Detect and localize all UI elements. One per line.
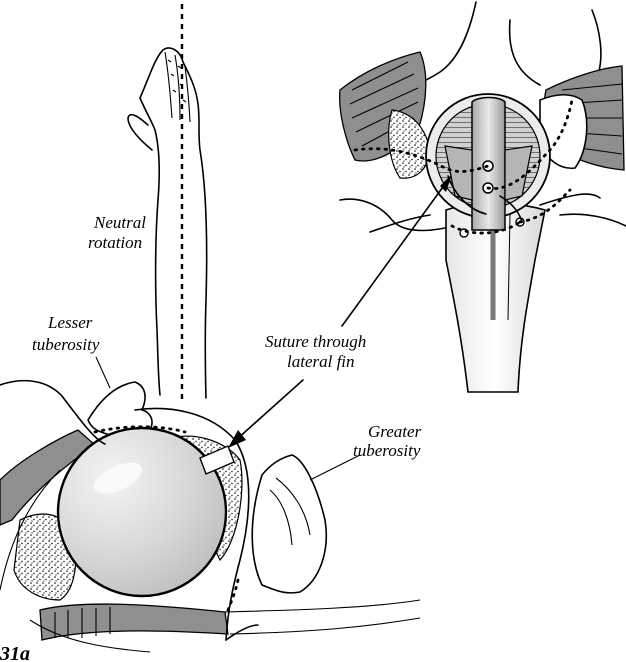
label-neutral-rotation-2: rotation bbox=[88, 233, 142, 252]
label-suture-through-1: Suture through bbox=[265, 332, 366, 351]
prosthesis-inset bbox=[340, 2, 626, 392]
lesser-tuberosity-leader bbox=[96, 357, 110, 388]
figure-number: 31a bbox=[0, 643, 30, 662]
label-greater-tuberosity-1: Greater bbox=[368, 422, 422, 441]
prosthetic-humeral-head bbox=[58, 428, 226, 596]
arm-forearm-outline bbox=[128, 4, 207, 400]
label-neutral-rotation-1: Neutral bbox=[93, 213, 146, 232]
inset-arrow bbox=[342, 174, 452, 326]
label-greater-tuberosity-2: tuberosity bbox=[353, 441, 421, 460]
label-lesser-tuberosity-1: Lesser bbox=[47, 313, 93, 332]
label-lesser-tuberosity-2: tuberosity bbox=[32, 335, 100, 354]
shoulder-joint bbox=[0, 381, 420, 652]
suture-arrow bbox=[228, 380, 303, 448]
label-suture-through-2: lateral fin bbox=[287, 352, 355, 371]
greater-tuberosity-fragment bbox=[252, 455, 326, 593]
